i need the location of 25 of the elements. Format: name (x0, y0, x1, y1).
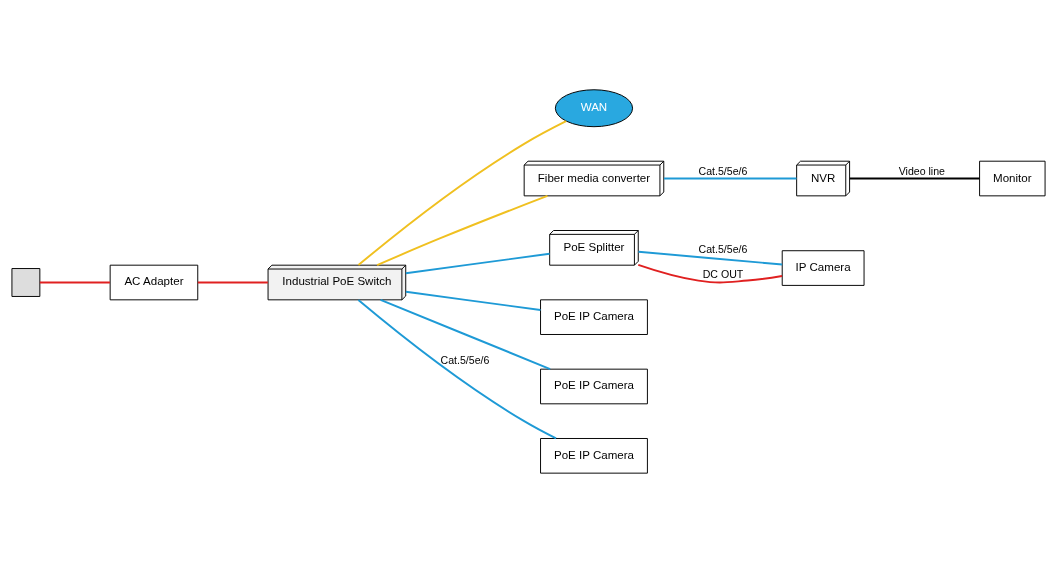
connector (379, 298, 552, 370)
edge-label: Cat.5/5e/6 (698, 165, 748, 178)
node-box: PoE IP Camera (540, 299, 648, 335)
node-box: AC Adapter (109, 264, 199, 301)
connector (404, 252, 551, 275)
node-box (11, 268, 41, 297)
node-box: PoE IP Camera (540, 368, 648, 405)
edge-label: Cat.5/5e/6 (440, 354, 490, 367)
connector (404, 290, 542, 311)
edge-label: Video line (898, 165, 945, 178)
connector (357, 120, 568, 267)
edge-label: Cat.5/5e/6 (698, 243, 748, 256)
connector (38, 281, 111, 284)
node-box: IP Camera (781, 250, 865, 286)
connector (637, 263, 783, 284)
connector (663, 177, 798, 180)
node-box: PoE IP Camera (540, 438, 648, 474)
connector (357, 299, 558, 440)
connector (848, 177, 981, 180)
connector (376, 194, 549, 267)
connector (637, 250, 784, 266)
node-ellipse: WAN (554, 89, 634, 128)
edge-label: DC OUT (702, 267, 744, 280)
node-box: Monitor (979, 160, 1046, 197)
connector (196, 281, 269, 284)
